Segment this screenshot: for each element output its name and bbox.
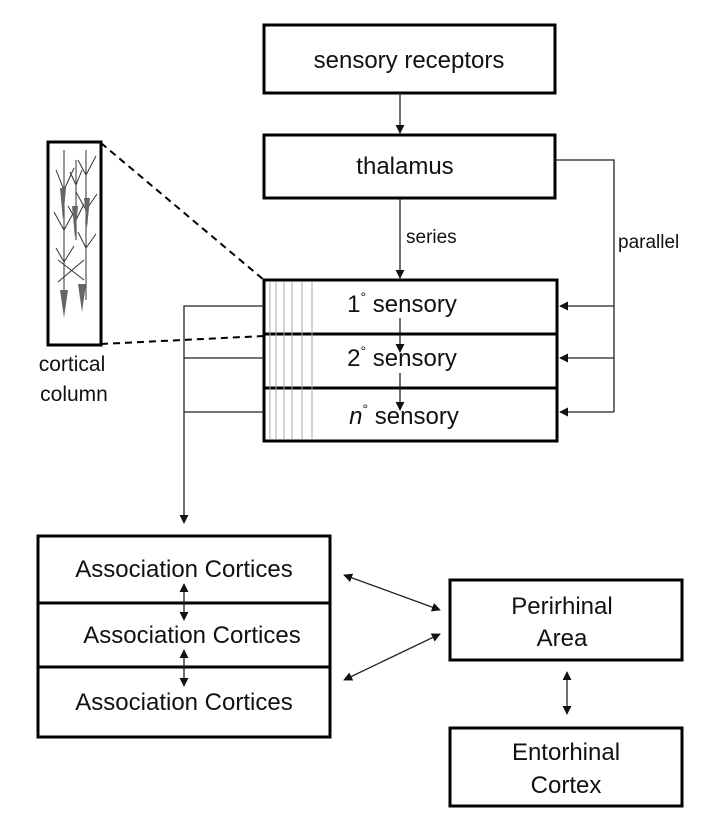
collector-line	[179, 305, 264, 524]
sensory-stack	[262, 278, 559, 443]
column-zoom-line-top	[100, 142, 265, 281]
parallel-bracket	[555, 159, 615, 412]
sensory-1-label: 1° sensory	[347, 289, 457, 318]
assoc-2-label: Association Cortices	[83, 622, 300, 649]
column-zoom-line-bottom	[100, 335, 265, 345]
sensory-n-label: n° sensory	[349, 401, 459, 430]
perirhinal-label-line1: Perirhinal	[511, 593, 612, 620]
entorhinal-label-line2: Cortex	[531, 772, 602, 799]
column-label-line1: cortical	[39, 353, 106, 376]
sensory-receptors-box	[262, 23, 557, 95]
sensory-2-box	[262, 332, 559, 390]
column-label-line2: column	[40, 383, 108, 406]
sensory-2-label: 2° sensory	[347, 343, 457, 372]
sensory-n-box	[262, 386, 559, 443]
entorhinal-label-line1: Entorhinal	[512, 739, 620, 766]
cortical-column	[46, 140, 103, 347]
assoc1-perirhinal-arrow	[343, 573, 441, 612]
perirhinal-label-line2: Area	[537, 625, 588, 652]
sensory-1-box	[262, 278, 559, 336]
assoc-3-label: Association Cortices	[75, 689, 292, 716]
thalamus-box	[262, 133, 557, 200]
parallel-label: parallel	[618, 232, 679, 253]
series-label: series	[406, 227, 457, 248]
sensory-receptors-label: sensory receptors	[314, 47, 505, 74]
entorhinal-box	[448, 726, 684, 808]
assoc3-perirhinal-arrow	[343, 633, 441, 681]
assoc-1-label: Association Cortices	[75, 556, 292, 583]
thalamus-label: thalamus	[356, 153, 453, 180]
perirhinal-box	[448, 578, 684, 662]
